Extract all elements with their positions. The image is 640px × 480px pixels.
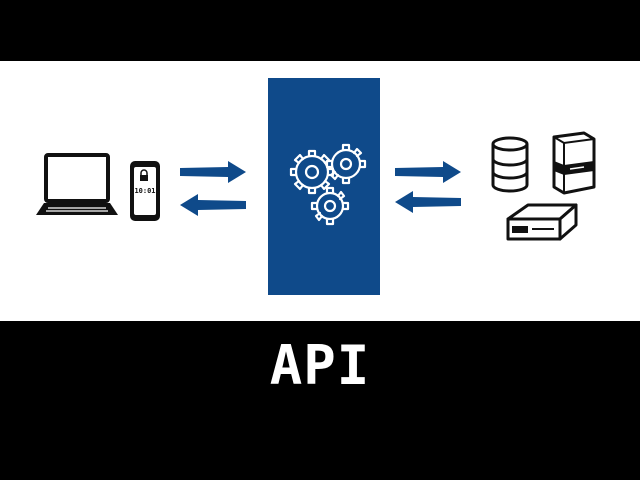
letterbox-top (0, 0, 640, 61)
server-tower-icon (546, 131, 598, 197)
arrow-left-icon (178, 192, 248, 218)
laptop-icon (34, 151, 120, 221)
phone-time: 10:01 (134, 187, 156, 195)
smartphone-icon: 10:01 (128, 159, 162, 223)
diagram-stage: 10:01 (0, 61, 640, 321)
letterbox-bottom (0, 321, 640, 480)
arrow-left-icon (393, 189, 463, 215)
gears-icon (286, 140, 370, 232)
database-icon (489, 135, 531, 195)
api-block (268, 78, 380, 295)
arrow-right-icon (393, 159, 463, 185)
arrow-right-icon (178, 159, 248, 185)
caption-title: API (269, 334, 371, 397)
server-rack-icon (504, 199, 580, 245)
